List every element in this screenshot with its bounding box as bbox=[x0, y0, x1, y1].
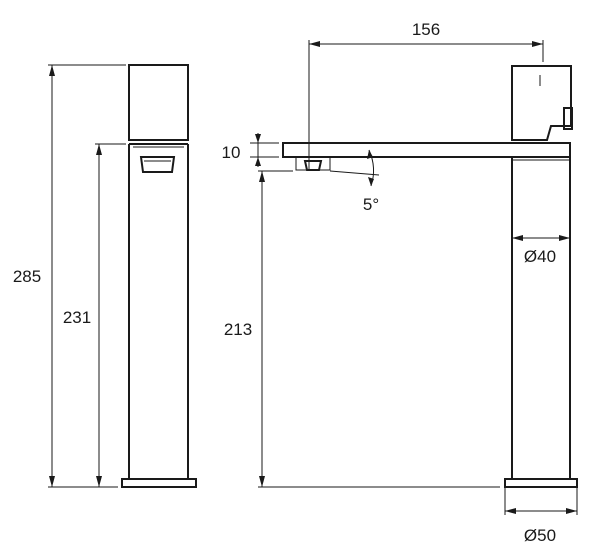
dim-line-body-height bbox=[95, 143, 126, 488]
front-aerator bbox=[139, 156, 176, 173]
label-body-diameter: Ø40 bbox=[524, 247, 556, 266]
side-spout bbox=[282, 142, 571, 158]
side-aerator bbox=[303, 160, 323, 171]
dim-arrows-spout-angle bbox=[367, 150, 374, 186]
label-base-diameter: Ø50 bbox=[524, 526, 556, 545]
side-view bbox=[250, 40, 578, 515]
side-body bbox=[511, 157, 571, 479]
dim-line-outlet-height bbox=[258, 170, 500, 488]
dim-line-total-height bbox=[48, 64, 126, 488]
side-handle bbox=[511, 65, 572, 141]
front-view bbox=[48, 64, 197, 488]
label-outlet-height: 213 bbox=[224, 320, 252, 339]
side-handle-cap bbox=[563, 107, 573, 130]
side-base bbox=[504, 478, 578, 488]
dim-line-base-diameter bbox=[504, 487, 578, 515]
dim-line-spout-angle bbox=[329, 170, 380, 176]
side-spout-outlet bbox=[295, 157, 331, 171]
dim-line-handle-thickness bbox=[250, 133, 279, 167]
front-handle bbox=[128, 64, 189, 141]
label-spout-reach: 156 bbox=[412, 20, 440, 39]
dim-line-spout-reach bbox=[308, 40, 544, 170]
front-body bbox=[128, 143, 189, 479]
label-body-height: 231 bbox=[63, 308, 91, 327]
label-total-height: 285 bbox=[13, 267, 41, 286]
label-spout-angle: 5° bbox=[363, 195, 379, 214]
front-base bbox=[121, 478, 197, 488]
dim-arrows-handle-thickness bbox=[255, 134, 261, 166]
label-handle-thickness: 10 bbox=[222, 143, 241, 162]
